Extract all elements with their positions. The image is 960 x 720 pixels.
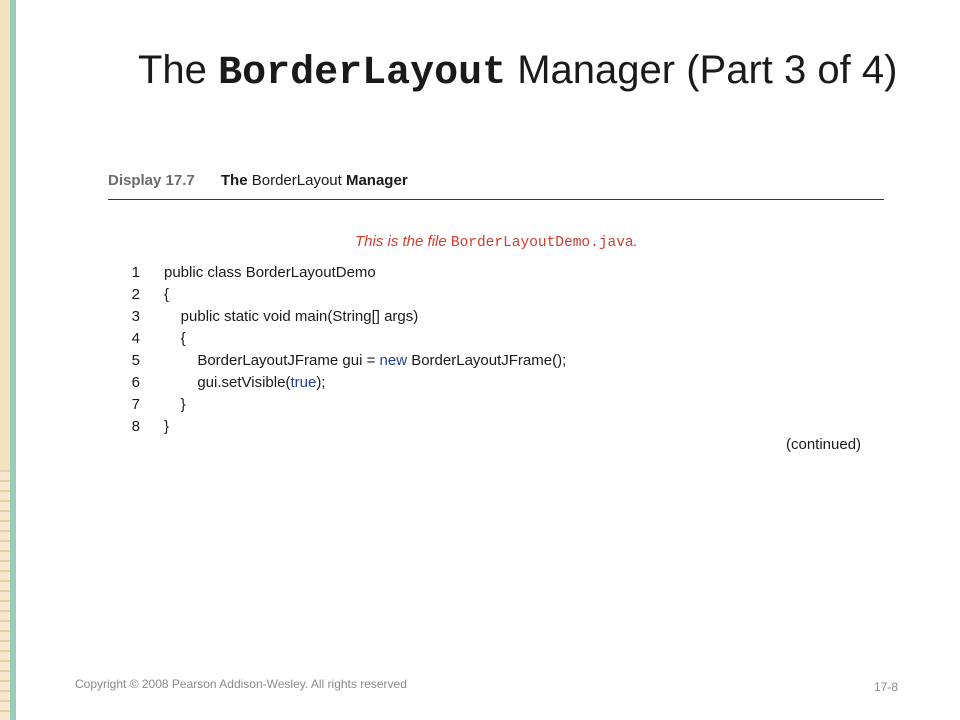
line-source: }	[164, 394, 186, 416]
code-text: BorderLayoutJFrame();	[407, 352, 567, 369]
line-source: gui.setVisible(true);	[164, 372, 325, 394]
code-line: 7 }	[120, 394, 820, 416]
annotation-filename: BorderLayoutDemo.java	[450, 235, 634, 251]
line-number: 6	[131, 374, 140, 391]
code-line: 2{	[120, 284, 820, 306]
display-title-class: BorderLayout	[251, 172, 342, 189]
line-number: 2	[131, 286, 140, 303]
continued-label: (continued)	[786, 436, 862, 453]
line-source: public static void main(String[] args)	[164, 306, 419, 328]
line-source: BorderLayoutJFrame gui = new BorderLayou…	[164, 350, 566, 372]
line-number: 8	[131, 418, 140, 435]
code-line: 6 gui.setVisible(true);	[120, 372, 820, 394]
footer-page-number: 17-8	[874, 680, 899, 694]
display-divider	[108, 199, 884, 200]
line-source: {	[164, 328, 186, 350]
code-line: 5 BorderLayoutJFrame gui = new BorderLay…	[120, 350, 820, 372]
code-text: }	[164, 418, 170, 435]
code-text: public class BorderLayoutDemo	[164, 264, 376, 281]
file-annotation: This is the file BorderLayoutDemo.java.	[355, 233, 638, 251]
code-text: );	[316, 374, 326, 391]
title-suffix: Manager (Part 3 of 4)	[517, 48, 898, 92]
line-source: {	[164, 284, 169, 306]
code-line: 1 public class BorderLayoutDemo	[120, 262, 820, 284]
stripe-ticks	[0, 470, 10, 720]
code-keyword: true	[290, 374, 317, 391]
stripe-edge	[10, 0, 16, 720]
code-line: 8}	[120, 416, 820, 438]
display-title-the: The	[220, 172, 248, 189]
display-title: The BorderLayout Manager	[221, 172, 408, 189]
code-keyword: new	[379, 352, 408, 369]
annotation-period: .	[633, 233, 638, 250]
code-text: public static void main(String[] args)	[164, 308, 419, 325]
line-number: 7	[131, 396, 140, 413]
annotation-text: This is the file	[355, 233, 447, 250]
line-number: 5	[131, 352, 140, 369]
display-title-manager: Manager	[345, 172, 408, 189]
code-line: 4 {	[120, 328, 820, 350]
code-text: {	[164, 330, 186, 347]
footer-copyright: Copyright © 2008 Pearson Addison-Wesley.…	[75, 677, 407, 691]
display-number: Display 17.7	[108, 172, 195, 189]
line-number: 1	[131, 264, 140, 281]
title-prefix: The	[138, 48, 207, 92]
code-text: {	[164, 286, 170, 303]
line-source: }	[164, 416, 169, 438]
line-number: 4	[131, 330, 140, 347]
line-number: 3	[131, 308, 140, 325]
display-header: Display 17.7 The BorderLayout Manager	[108, 172, 884, 189]
code-text: BorderLayoutJFrame gui =	[164, 352, 380, 369]
slide-title: The BorderLayout Manager (Part 3 of 4)	[138, 48, 938, 96]
left-decorative-stripe	[0, 0, 16, 720]
code-text: }	[164, 396, 186, 413]
code-line: 3 public static void main(String[] args)	[120, 306, 820, 328]
code-text: gui.setVisible(	[164, 374, 291, 391]
line-source: public class BorderLayoutDemo	[164, 262, 376, 284]
title-code: BorderLayout	[218, 51, 507, 96]
